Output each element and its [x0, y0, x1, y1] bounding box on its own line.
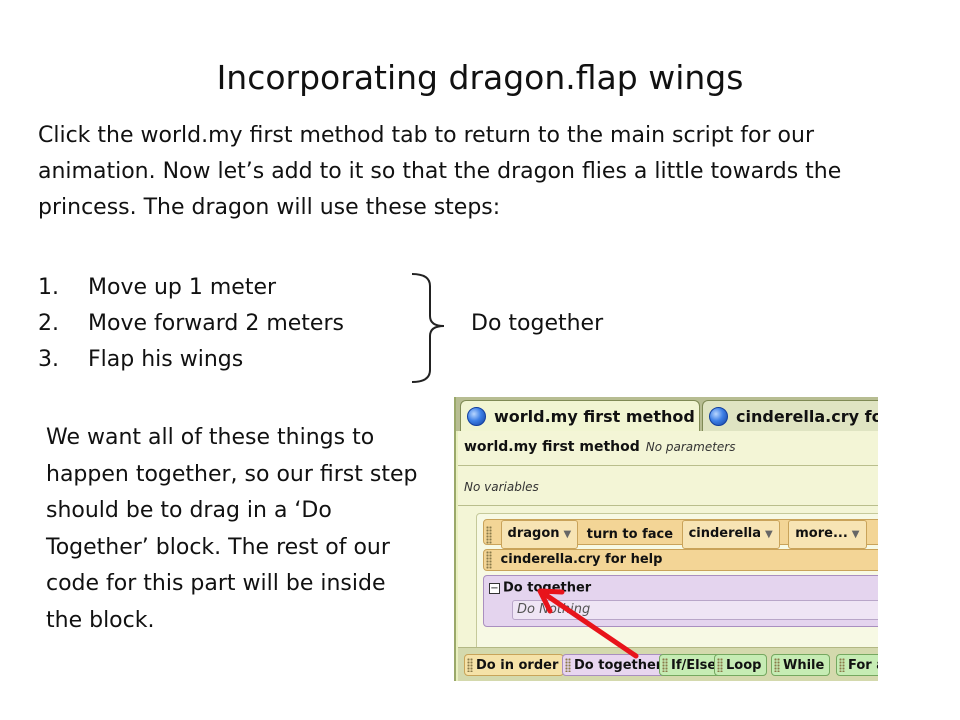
while-tile[interactable]: While [771, 654, 831, 676]
steps-list: 1. Move up 1 meter 2. Move forward 2 meter… [38, 270, 344, 378]
tab-world-my-first-method[interactable]: world.my first method [460, 400, 700, 431]
drag-handle-icon [717, 658, 723, 672]
step-text: Flap his wings [88, 347, 244, 372]
chevron-down-icon: ▼ [563, 529, 572, 540]
method-header: world.my first method No parameters [464, 439, 736, 455]
drag-handle-icon [774, 658, 780, 672]
drag-handle-icon [467, 658, 473, 672]
divider [458, 505, 878, 506]
drag-handle-icon[interactable] [486, 550, 492, 569]
do-in-order-tile[interactable]: Do in order [464, 654, 565, 676]
do-nothing-placeholder: Do Nothing [512, 600, 878, 620]
curly-bracket-icon [411, 273, 445, 383]
side-explanation: We want all of these things to happen to… [46, 425, 418, 633]
step-number: 2. [38, 311, 59, 336]
red-arrow-icon [537, 588, 639, 659]
turn-to-face-statement[interactable]: dragon▼ turn to face cinderella▼ more...… [483, 519, 878, 549]
tile-label: Do together [574, 657, 663, 673]
step-text: Move up 1 meter [88, 275, 277, 300]
method-content: world.my first method No parameters No va… [458, 431, 878, 681]
tab-cinderella-cry-for[interactable]: cinderella.cry for [702, 400, 878, 431]
tab-label: world.my first method [494, 406, 695, 426]
statement-label: cinderella.cry for help [500, 552, 663, 567]
control-blocks-bar: Do in order Do together If/Else Loop Whi… [458, 647, 878, 681]
step-number: 1. [38, 275, 59, 300]
drag-handle-icon [565, 658, 571, 672]
step-number: 3. [38, 347, 59, 372]
drag-handle-icon [662, 658, 668, 672]
more-dropdown[interactable]: more...▼ [788, 520, 867, 549]
more-label: more... [795, 526, 848, 541]
tile-label: Do in order [476, 657, 559, 673]
do-together-label: Do together [471, 311, 604, 336]
step-item: 2. Move forward 2 meters [38, 306, 344, 342]
drag-handle-icon[interactable] [486, 525, 492, 544]
slide-title: Incorporating dragon.flap wings [216, 58, 744, 97]
chevron-down-icon: ▼ [765, 529, 773, 540]
do-together-tile[interactable]: Do together [562, 654, 669, 676]
do-together-block-label: Do together [503, 580, 592, 596]
do-together-block[interactable]: −Do together Do Nothing [483, 575, 878, 627]
if-else-tile[interactable]: If/Else [659, 654, 723, 676]
tile-label: Loop [726, 657, 762, 673]
intro-paragraph: Click the world.my first method tab to r… [38, 123, 842, 220]
method-ball-icon [467, 406, 486, 426]
method-editor-screenshot: world.my first method cinderella.cry for… [454, 397, 878, 681]
method-tab-bar: world.my first method cinderella.cry for [456, 397, 878, 431]
target-value: cinderella [688, 526, 762, 541]
tab-label: cinderella.cry for [736, 406, 878, 426]
loop-tile[interactable]: Loop [714, 654, 768, 676]
step-item: 1. Move up 1 meter [38, 270, 344, 306]
chevron-down-icon: ▼ [851, 529, 860, 540]
parameters-label: No parameters [645, 440, 736, 454]
tile-label: For a [848, 657, 878, 673]
method-ball-icon [709, 406, 728, 426]
drag-handle-icon [839, 658, 845, 672]
for-all-tile[interactable]: For a [836, 654, 878, 676]
collapse-icon[interactable]: − [489, 583, 500, 594]
step-item: 3. Flap his wings [38, 342, 344, 378]
variables-label: No variables [464, 480, 539, 494]
object-dropdown[interactable]: dragon▼ [500, 520, 579, 549]
method-name: world.my first method [464, 439, 640, 455]
method-label: turn to face [586, 527, 674, 542]
target-dropdown[interactable]: cinderella▼ [681, 520, 780, 549]
object-value: dragon [507, 526, 560, 541]
step-text: Move forward 2 meters [88, 311, 344, 336]
cry-for-help-statement[interactable]: cinderella.cry for help [483, 549, 878, 571]
tile-label: While [783, 657, 825, 673]
divider [458, 465, 878, 466]
tile-label: If/Else [671, 657, 717, 673]
